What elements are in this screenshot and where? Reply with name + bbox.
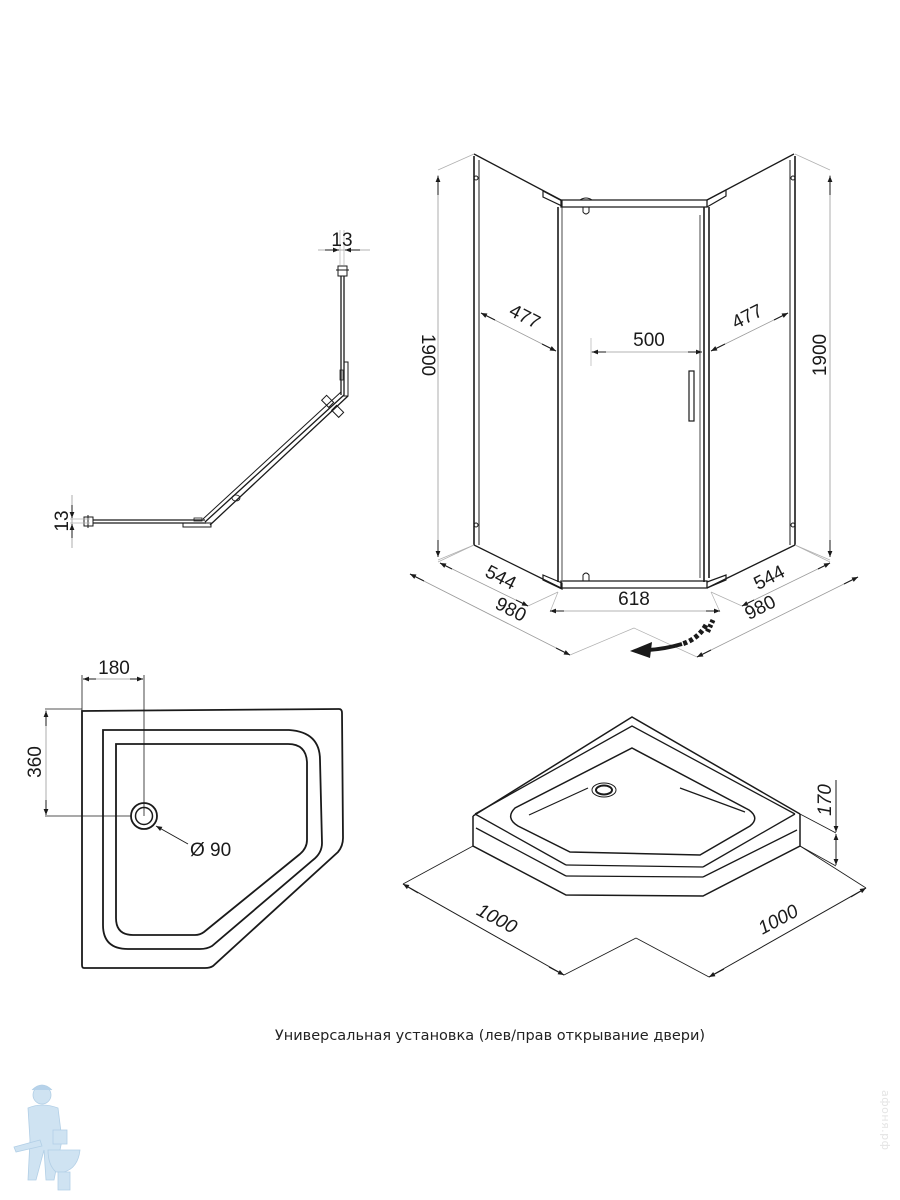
door-swing-arrow-icon xyxy=(630,618,716,658)
right-height-label: 1900 xyxy=(810,334,831,376)
drain-diameter-label: Ø 90 xyxy=(190,840,231,861)
front-view: 1900 1900 477 477 500 544 xyxy=(409,153,859,658)
plumber-mascot-icon xyxy=(13,1084,81,1191)
tray-plan-view: 180 360 Ø 90 xyxy=(25,658,344,969)
plan-top-width-label: 13 xyxy=(331,230,352,251)
tray-right-side-label: 1000 xyxy=(755,901,803,940)
plan-left-width-label: 13 xyxy=(52,510,73,531)
left-base-side-label: 544 xyxy=(482,562,520,595)
right-panel-width-label: 477 xyxy=(729,301,767,334)
left-height-label: 1900 xyxy=(417,334,438,376)
door-opening-label: 500 xyxy=(633,330,665,351)
tray-isometric-view: 170 1000 1000 xyxy=(402,716,867,978)
front-width-label: 618 xyxy=(618,589,650,610)
tray-left-side-label: 1000 xyxy=(473,900,521,939)
plan-view: 13 13 xyxy=(52,230,370,548)
drain-offset-x-label: 180 xyxy=(98,658,130,679)
caption: Универсальная установка (лев/прав открыв… xyxy=(274,1028,706,1044)
right-overall-label: 980 xyxy=(742,592,780,625)
tray-height-label: 170 xyxy=(815,784,836,816)
left-overall-label: 980 xyxy=(492,594,530,627)
watermark-text: афоня.рф xyxy=(879,1090,892,1151)
drain-offset-y-label: 360 xyxy=(25,746,46,778)
right-base-side-label: 544 xyxy=(751,561,789,594)
